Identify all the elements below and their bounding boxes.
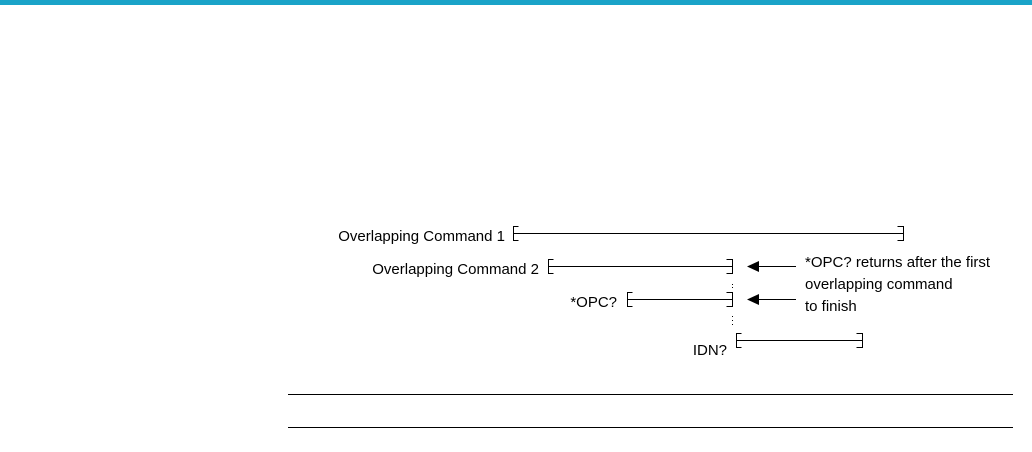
- arrow-to-opc-end: [747, 294, 796, 305]
- row-label-opc-query: *OPC?: [570, 294, 617, 311]
- annotation-line-2: overlapping command: [805, 276, 953, 293]
- divider-rule-lower: [288, 427, 1013, 428]
- span-overlapping-command-2: [548, 259, 733, 274]
- annotation-line-1: *OPC? returns after the first: [805, 254, 991, 271]
- span-overlapping-command-1: [513, 226, 904, 241]
- annotation-line-3: to finish: [805, 298, 857, 315]
- span-opc-query: [627, 292, 733, 307]
- row-label-overlapping-command-1: Overlapping Command 1: [338, 228, 505, 245]
- alignment-dots: [732, 284, 733, 325]
- row-label-overlapping-command-2: Overlapping Command 2: [372, 261, 539, 278]
- arrow-to-command-2-end: [747, 261, 796, 272]
- span-idn-query: [736, 333, 863, 348]
- divider-rule-upper: [288, 394, 1013, 395]
- row-label-idn-query: IDN?: [693, 342, 727, 359]
- top-accent-bar: [0, 0, 1032, 5]
